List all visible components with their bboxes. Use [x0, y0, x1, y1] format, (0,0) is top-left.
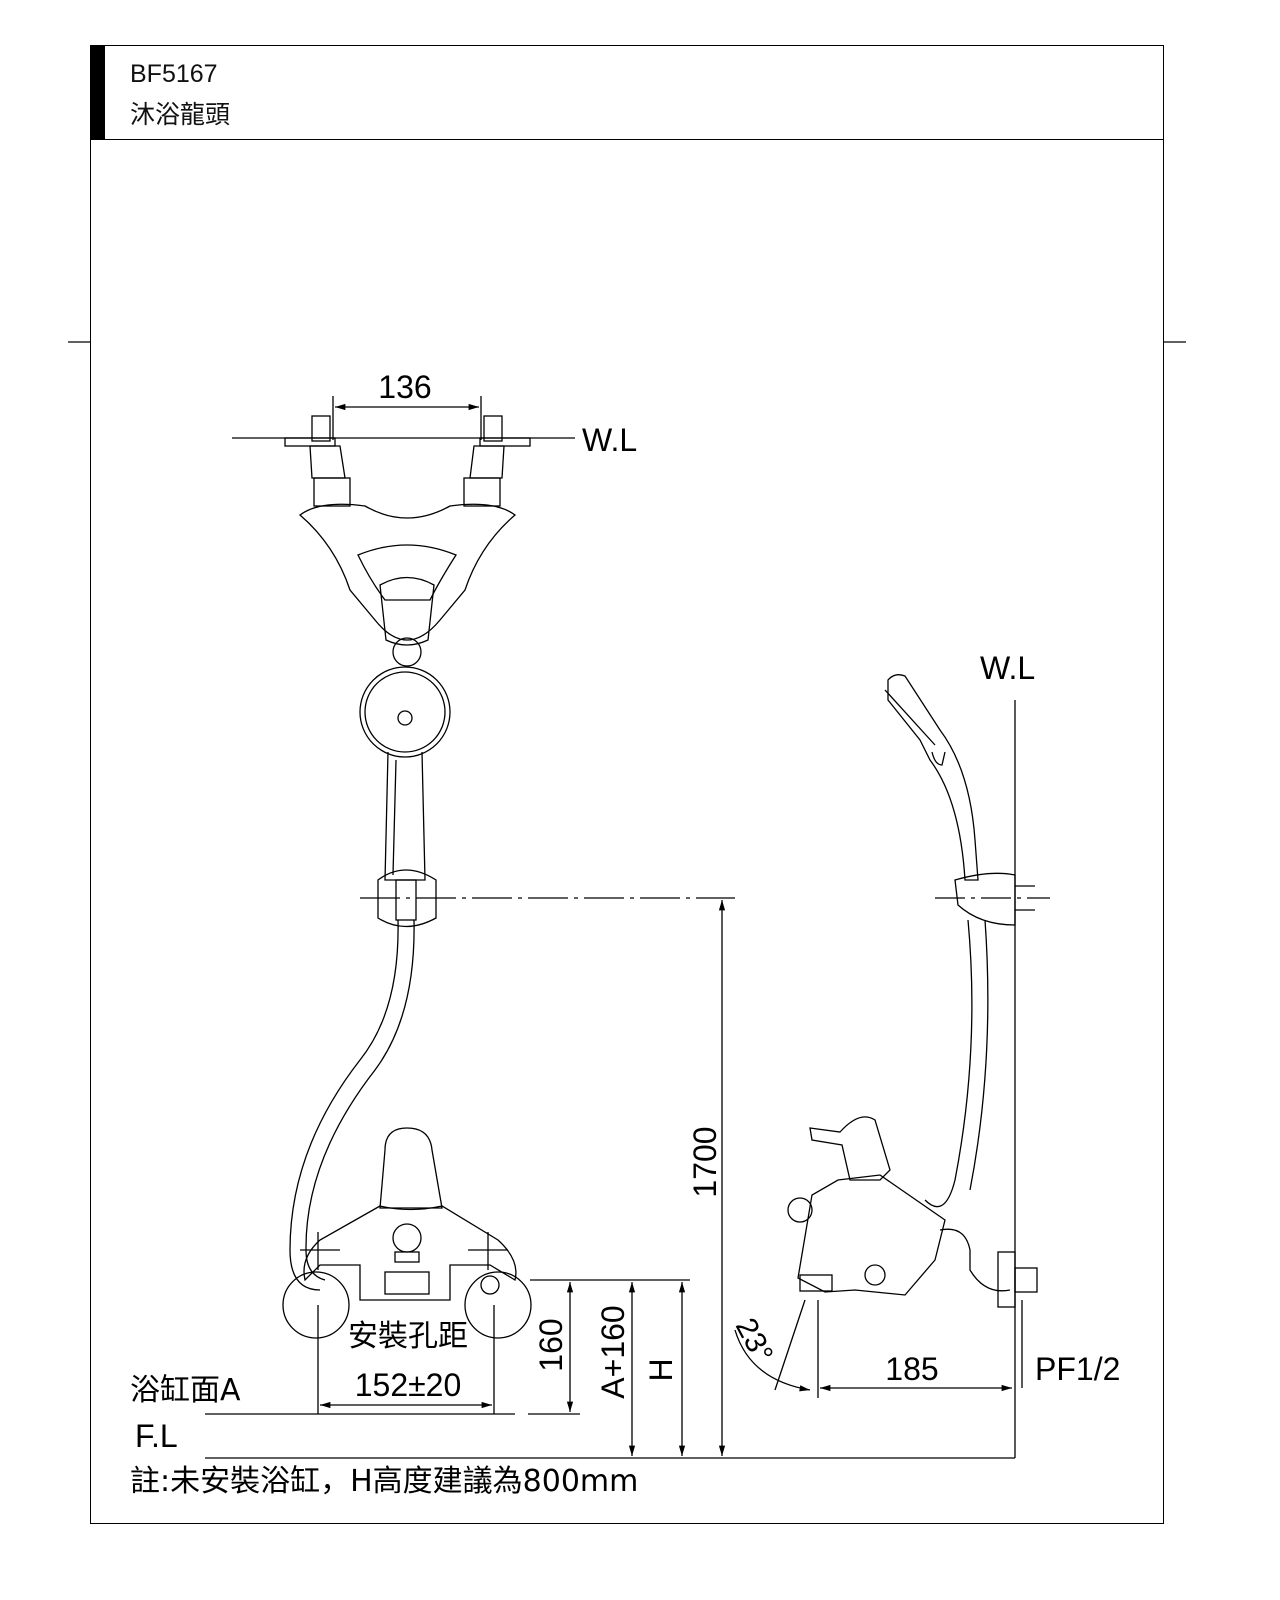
- installation-note: 註:未安裝浴缸，H高度建議為800mm: [130, 1464, 638, 1499]
- header-divider: [90, 139, 1164, 140]
- drawing-frame: [90, 45, 1164, 1524]
- faucet-top-view: [284, 415, 531, 667]
- thread-label: PF1/2: [1035, 1351, 1120, 1387]
- dim-152-label: 152±20: [355, 1367, 462, 1403]
- dim-185-label: 185: [885, 1351, 938, 1387]
- shower-head-front: [359, 666, 451, 928]
- model-number: BF5167: [130, 60, 218, 88]
- tub-surface-label: 浴缸面A: [130, 1373, 241, 1408]
- floor-line-label: F.L: [135, 1418, 178, 1454]
- faucet-front-view: [282, 1127, 532, 1339]
- header-accent-bar: [90, 45, 105, 140]
- shower-holder-side: [954, 872, 1016, 926]
- dim-160-label: 160: [533, 1318, 569, 1371]
- angle-arc: [734, 1329, 811, 1392]
- dim-136-label: 136: [378, 369, 431, 405]
- product-name: 沐浴龍頭: [130, 100, 231, 129]
- dim-a160-label: A+160: [595, 1305, 631, 1398]
- hose-side: [924, 919, 973, 1208]
- faucet-side-view: [787, 1116, 1038, 1308]
- dim-1700-label: 1700: [687, 1126, 723, 1197]
- angle-label: 23°: [729, 1313, 779, 1369]
- dim-h-label: H: [643, 1358, 679, 1381]
- hose-front: [289, 919, 399, 1291]
- hole-spacing-label: 安裝孔距: [348, 1319, 468, 1354]
- water-line-front-label: W.L: [582, 422, 637, 458]
- water-line-side-label: W.L: [980, 650, 1035, 686]
- shower-head-side: [884, 674, 979, 881]
